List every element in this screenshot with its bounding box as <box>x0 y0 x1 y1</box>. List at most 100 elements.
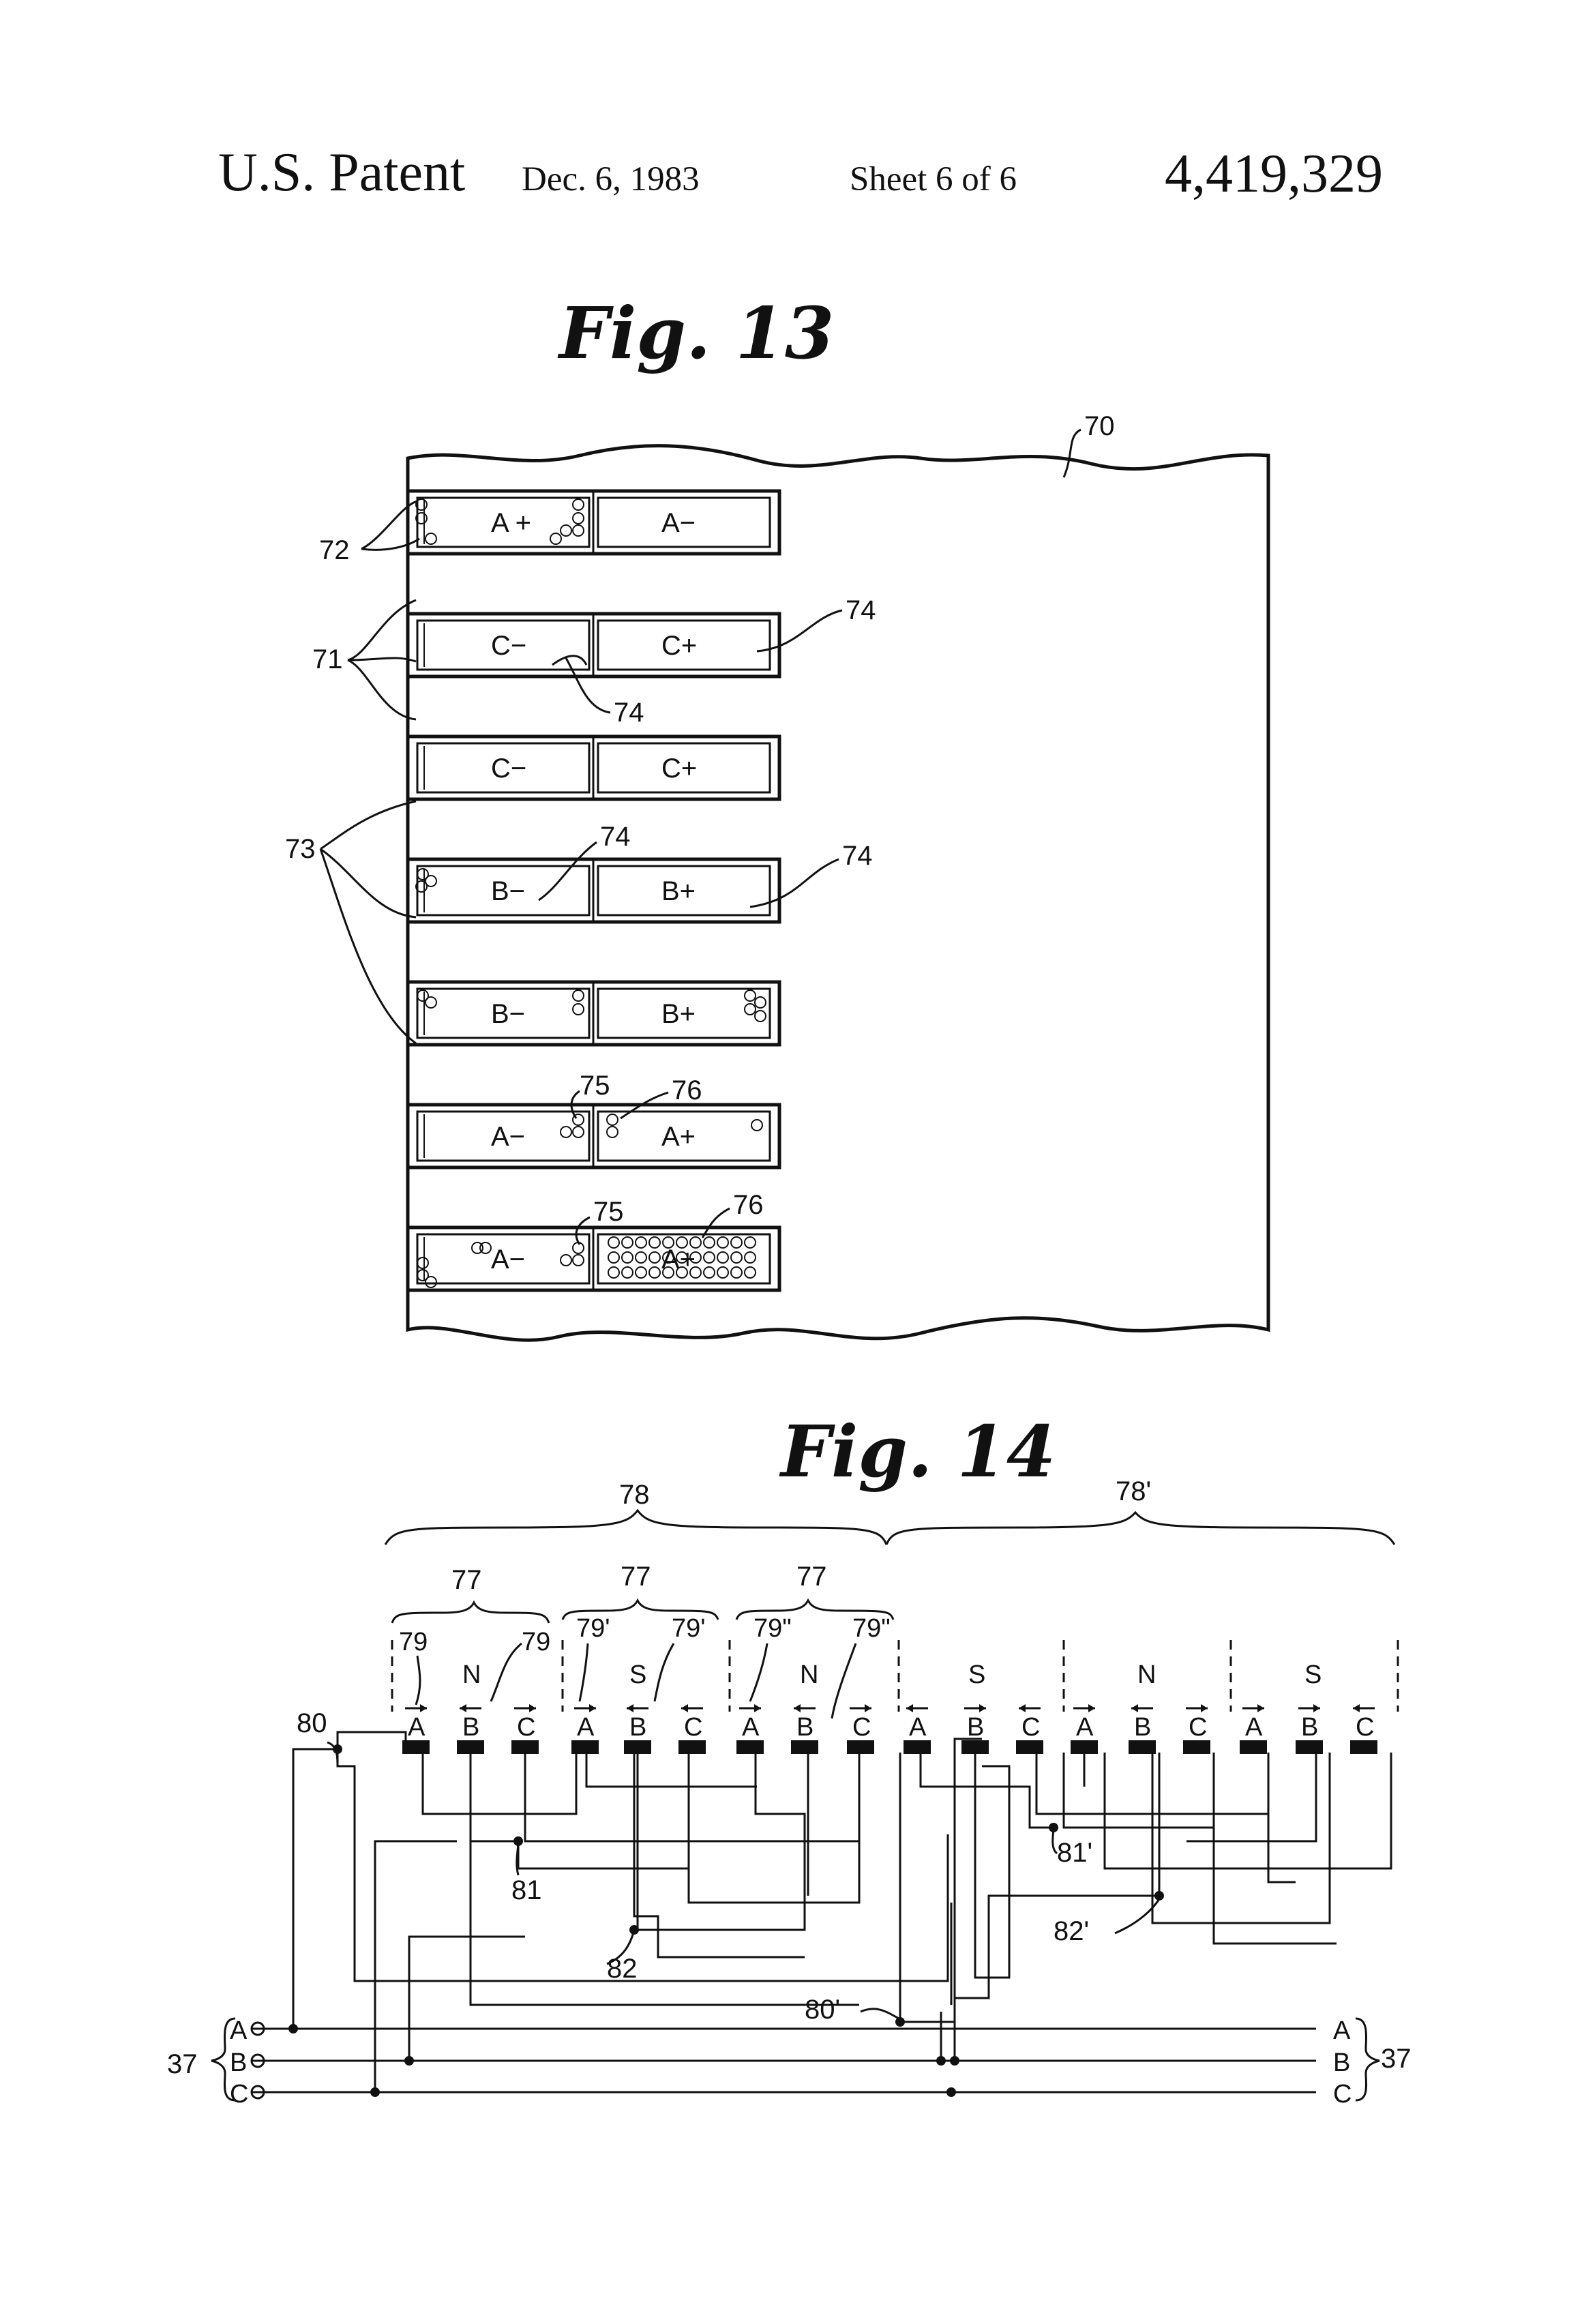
winding-terminal <box>571 1740 599 1754</box>
leader-71 <box>348 600 416 719</box>
conductor-circle <box>731 1252 742 1263</box>
coil-label-left: B− <box>491 999 525 1029</box>
conductor-circle <box>573 1127 584 1137</box>
phase-label: B <box>796 1713 814 1742</box>
supply-terminals-right: A B C 37 <box>1333 2016 1412 2109</box>
ref-75-a: 75 <box>580 1071 610 1101</box>
winding-terminal <box>1016 1740 1043 1754</box>
phase-label: C <box>852 1713 871 1742</box>
phase-label: C <box>1021 1713 1040 1742</box>
winding-connections <box>252 1732 1391 2092</box>
conductor-circle <box>717 1237 728 1248</box>
brace-37-right <box>1356 2018 1379 2100</box>
coil-label-right: A− <box>661 508 696 538</box>
ref-37-left: 37 <box>167 2049 198 2079</box>
arrow-head <box>1201 1704 1208 1712</box>
slot-1: A +A− <box>408 491 779 554</box>
arrow-head <box>589 1704 596 1712</box>
ref-78p: 78' <box>1116 1476 1151 1506</box>
ref-79pp-a: 79" <box>753 1614 792 1643</box>
winding-terminal <box>791 1740 818 1754</box>
ref-74-b: 74 <box>614 698 644 728</box>
conductor-circle <box>608 1252 619 1263</box>
conductor-circle <box>561 1127 571 1137</box>
leader-70 <box>1064 430 1081 477</box>
pole-letter-5: N <box>1137 1660 1156 1689</box>
ref-80: 80 <box>297 1708 327 1738</box>
conductor-circle <box>745 1237 756 1248</box>
conductor-circle <box>561 525 571 536</box>
ref-80p: 80' <box>805 1995 840 2025</box>
arrow-head <box>754 1704 761 1712</box>
conductor-circle <box>573 990 584 1001</box>
coil-label-left: A− <box>491 1122 525 1152</box>
arrow-head <box>627 1704 633 1712</box>
figure-14-title: Fig. 14 <box>779 1410 1056 1493</box>
coil-label-right: B+ <box>661 876 696 906</box>
conductor-circle <box>622 1237 633 1248</box>
ref-73: 73 <box>285 834 316 864</box>
conductor-circle <box>550 533 561 544</box>
coil-label-left: C− <box>491 631 526 661</box>
conductor-circle <box>755 997 766 1008</box>
conductor-circle <box>622 1267 633 1278</box>
conductor-circle <box>745 1267 756 1278</box>
phase-label: C <box>517 1713 535 1742</box>
conductor-circle <box>636 1267 646 1278</box>
pole-letter-6: S <box>1304 1660 1322 1689</box>
slot-5: B− B+ <box>408 982 779 1045</box>
supply-terminals-left: 37 A B C <box>167 2016 264 2109</box>
conductor-circle <box>704 1267 715 1278</box>
coil-label-right: A+ <box>661 1122 696 1152</box>
ref-74-a: 74 <box>846 595 876 625</box>
junction-dot <box>288 2024 298 2034</box>
junction-dots <box>288 1744 1164 2097</box>
junction-dot <box>895 2017 905 2027</box>
phase-label: A <box>909 1713 927 1742</box>
terminal-b-right: B <box>1333 2049 1350 2077</box>
coil-label-left: B− <box>491 876 525 906</box>
ref-74-c: 74 <box>600 822 631 852</box>
stator-outline <box>408 446 1268 1341</box>
ref-82: 82 <box>607 1954 638 1984</box>
arrow-head <box>420 1704 427 1712</box>
phase-label: B <box>1134 1713 1151 1742</box>
ref-76-b: 76 <box>733 1190 764 1220</box>
conductor-circle <box>717 1252 728 1263</box>
junction-dot <box>946 2087 956 2097</box>
coil-label-right: B+ <box>661 999 696 1029</box>
junction-dot <box>370 2087 380 2097</box>
conductor-circle <box>745 1252 756 1263</box>
conductor-circle <box>608 1267 619 1278</box>
leader-72 <box>361 501 419 550</box>
phase-label: B <box>462 1713 479 1742</box>
terminal-a-right: A <box>1333 2016 1351 2045</box>
brace-78 <box>385 1510 886 1545</box>
winding-terminal <box>1296 1740 1323 1754</box>
slot-4: B− B+ <box>408 859 779 922</box>
conductor-circle <box>704 1252 715 1263</box>
pole-letter-4: S <box>968 1660 985 1689</box>
ref-75-b: 75 <box>593 1197 624 1227</box>
junction-dot <box>404 2056 414 2066</box>
phase-label: A <box>577 1713 595 1742</box>
figure-13-title: Fig. 13 <box>557 291 834 375</box>
ref-72: 72 <box>319 535 350 565</box>
conductor-circle <box>755 1011 766 1022</box>
conductor-circle <box>704 1237 715 1248</box>
terminal-c-right: C <box>1333 2080 1352 2109</box>
leader-79-a <box>416 1656 420 1705</box>
terminal-c-left: C <box>230 2080 248 2109</box>
junction-dot <box>950 2056 959 2066</box>
ref-79p-a: 79' <box>576 1614 610 1643</box>
slot-3: C−C+ <box>408 736 779 799</box>
conductor-circle <box>573 513 584 524</box>
arrow-head <box>460 1704 466 1712</box>
ref-79pp-b: 79" <box>852 1614 891 1643</box>
phase-label: A <box>1076 1713 1094 1742</box>
conductor-circle <box>731 1237 742 1248</box>
arrow-head <box>1088 1704 1095 1712</box>
phase-label: A <box>742 1713 760 1742</box>
conductor-circle <box>561 1255 571 1266</box>
conductor-circle <box>745 1004 756 1015</box>
